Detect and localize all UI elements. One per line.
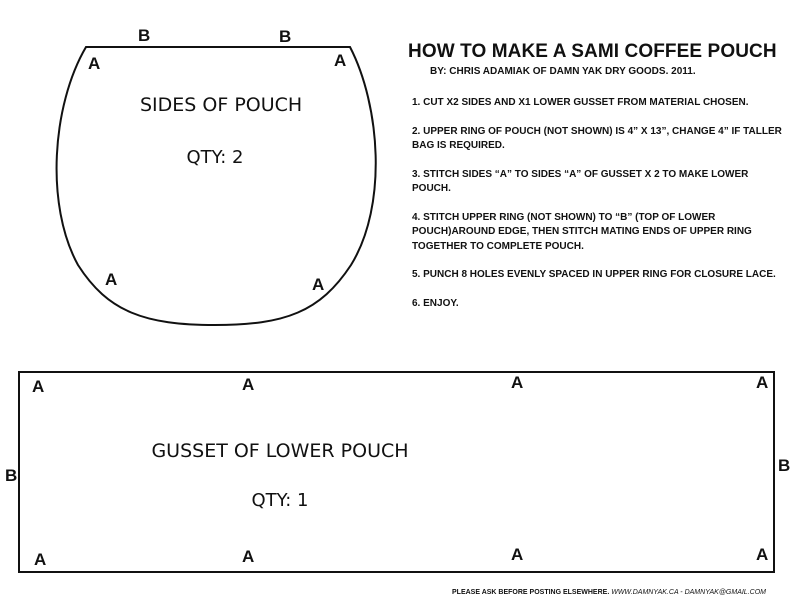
step-6: 6. ENJOY. bbox=[412, 297, 459, 309]
pouch-label-top-right-b: B bbox=[279, 27, 292, 46]
step-5: 5. PUNCH 8 HOLES EVENLY SPACED IN UPPER … bbox=[412, 269, 776, 280]
gusset-label-bottom-a-1: A bbox=[34, 550, 47, 569]
gusset-label-top-a-3: A bbox=[511, 373, 524, 392]
pouch-label-lower-right-a: A bbox=[312, 275, 325, 294]
gusset-label-bottom-a-4: A bbox=[756, 545, 769, 564]
gusset-label-bottom-a-2: A bbox=[242, 547, 255, 566]
gusset-label-top-a-4: A bbox=[756, 373, 769, 392]
pouch-side-qty: QTY: 2 bbox=[186, 147, 244, 168]
gusset-label-top-a-2: A bbox=[242, 375, 255, 394]
gusset-qty: QTY: 1 bbox=[251, 490, 309, 511]
instruction-steps: 1. CUT X2 SIDES AND X1 LOWER GUSSET FROM… bbox=[412, 96, 782, 325]
step-1: 1. CUT X2 SIDES AND X1 LOWER GUSSET FROM… bbox=[412, 97, 749, 108]
pouch-side-title: SIDES OF POUCH bbox=[140, 94, 303, 116]
gusset-label-left-b: B bbox=[5, 466, 18, 485]
pouch-label-upper-left-a: A bbox=[88, 54, 101, 73]
gusset-label-right-b: B bbox=[778, 456, 791, 475]
footer: PLEASE ASK BEFORE POSTING ELSEWHERE. WWW… bbox=[452, 589, 766, 596]
pouch-label-upper-right-a: A bbox=[334, 51, 347, 70]
step-4: 4. STITCH UPPER RING (NOT SHOWN) TO “B” … bbox=[412, 211, 752, 252]
page-title: HOW TO MAKE A SAMI COFFEE POUCH bbox=[408, 41, 777, 62]
pouch-label-lower-left-a: A bbox=[105, 270, 118, 289]
gusset-outline bbox=[18, 371, 775, 573]
pouch-side-shape bbox=[55, 46, 377, 327]
step-3: 3. STITCH SIDES “A” TO SIDES “A” OF GUSS… bbox=[412, 168, 749, 195]
pouch-label-top-left-b: B bbox=[138, 26, 151, 45]
footer-contact: WWW.DAMNYAK.CA - DAMNYAK@GMAIL.COM bbox=[611, 589, 766, 596]
gusset-title: GUSSET OF LOWER POUCH bbox=[151, 440, 409, 462]
step-2: 2. UPPER RING OF POUCH (NOT SHOWN) IS 4”… bbox=[412, 125, 782, 152]
gusset-label-top-a-1: A bbox=[32, 377, 45, 396]
gusset-label-bottom-a-3: A bbox=[511, 545, 524, 564]
byline: BY: CHRIS ADAMIAK OF DAMN YAK DRY GOODS.… bbox=[430, 66, 696, 77]
footer-notice: PLEASE ASK BEFORE POSTING ELSEWHERE. bbox=[452, 589, 610, 596]
